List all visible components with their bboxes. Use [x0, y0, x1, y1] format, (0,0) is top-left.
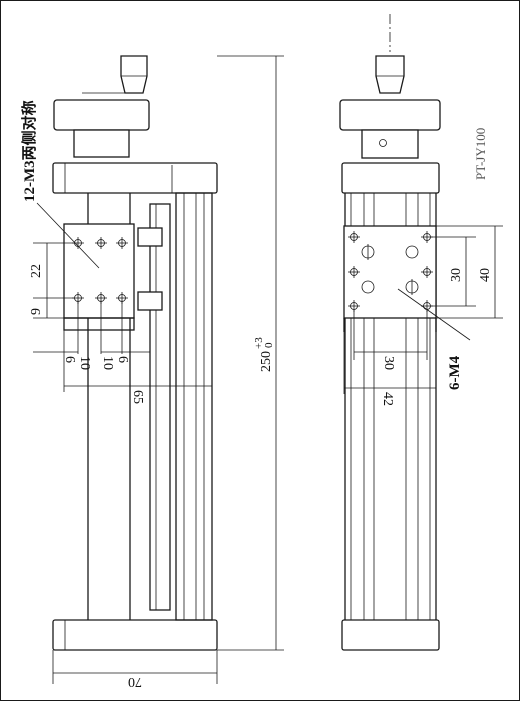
front-top-cap	[341, 162, 440, 194]
knob-body	[53, 99, 150, 131]
front-carriage-holes	[348, 231, 433, 312]
front-knob-shaft	[361, 129, 419, 159]
top-end-cap	[52, 162, 218, 194]
guide-rail	[149, 203, 171, 611]
model-number: PT-JY100	[473, 128, 488, 180]
carriage-plate	[63, 223, 135, 319]
dim-6-b: 6	[115, 356, 130, 363]
clamp-block-upper	[137, 227, 163, 247]
dim-22: 22	[29, 264, 44, 278]
side-hole-note: 12-M3两侧对称	[20, 100, 38, 202]
clamp-block-lower	[137, 291, 163, 311]
front-bottom-cap	[341, 619, 440, 651]
dim-42: 42	[380, 392, 395, 406]
dim-10-a: 10	[77, 356, 92, 370]
dim-65: 65	[130, 390, 145, 404]
dim-30-vertical: 30	[449, 268, 464, 282]
front-knob-nozzle	[375, 55, 405, 94]
front-knob-body	[339, 99, 441, 131]
knob-shaft	[73, 129, 130, 158]
side-view	[33, 55, 284, 684]
dim-30-horizontal: 30	[381, 356, 396, 370]
dim-250-tol-lower: 0	[263, 342, 275, 348]
dim-9: 9	[29, 308, 44, 315]
knob-nozzle	[120, 55, 148, 94]
bottom-end-cap	[52, 619, 218, 651]
m4-leader	[397, 288, 471, 341]
hole-note-leader	[36, 202, 100, 269]
front-view	[339, 14, 503, 651]
dim-10-b: 10	[100, 356, 115, 370]
dim-6: 6	[62, 356, 77, 363]
front-hole-note: 6-M4	[447, 355, 463, 390]
dim-40: 40	[478, 268, 493, 282]
dim-250: 250	[259, 351, 274, 372]
aluminum-profile	[175, 192, 213, 621]
dim-70: 70	[128, 674, 142, 689]
dim-250-tol-upper: +3	[253, 337, 265, 349]
